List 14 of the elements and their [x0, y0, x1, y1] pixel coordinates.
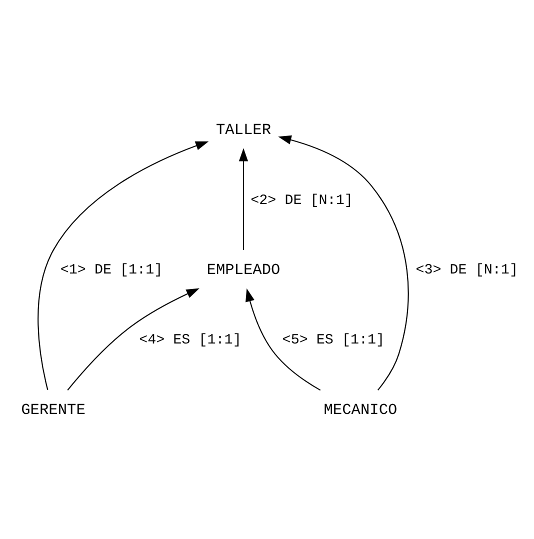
arrow — [67, 288, 200, 390]
edge-label: <4> ES [1:1] — [139, 332, 242, 348]
arrow — [238, 148, 248, 250]
edge-label: <5> ES [1:1] — [282, 332, 385, 348]
edge-label: <2> DE [N:1] — [250, 192, 353, 208]
arrow — [278, 134, 409, 390]
node-text: TALLER — [216, 120, 272, 139]
node-text: MECANICO — [324, 400, 398, 418]
edge-label: <3> DE [N:1] — [416, 262, 518, 278]
arrow — [246, 288, 321, 390]
arrow — [38, 140, 209, 390]
edge-label: <1> DE [1:1] — [60, 262, 163, 278]
node-text: EMPLEADO — [206, 260, 280, 279]
node-text: GERENTE — [21, 400, 86, 418]
